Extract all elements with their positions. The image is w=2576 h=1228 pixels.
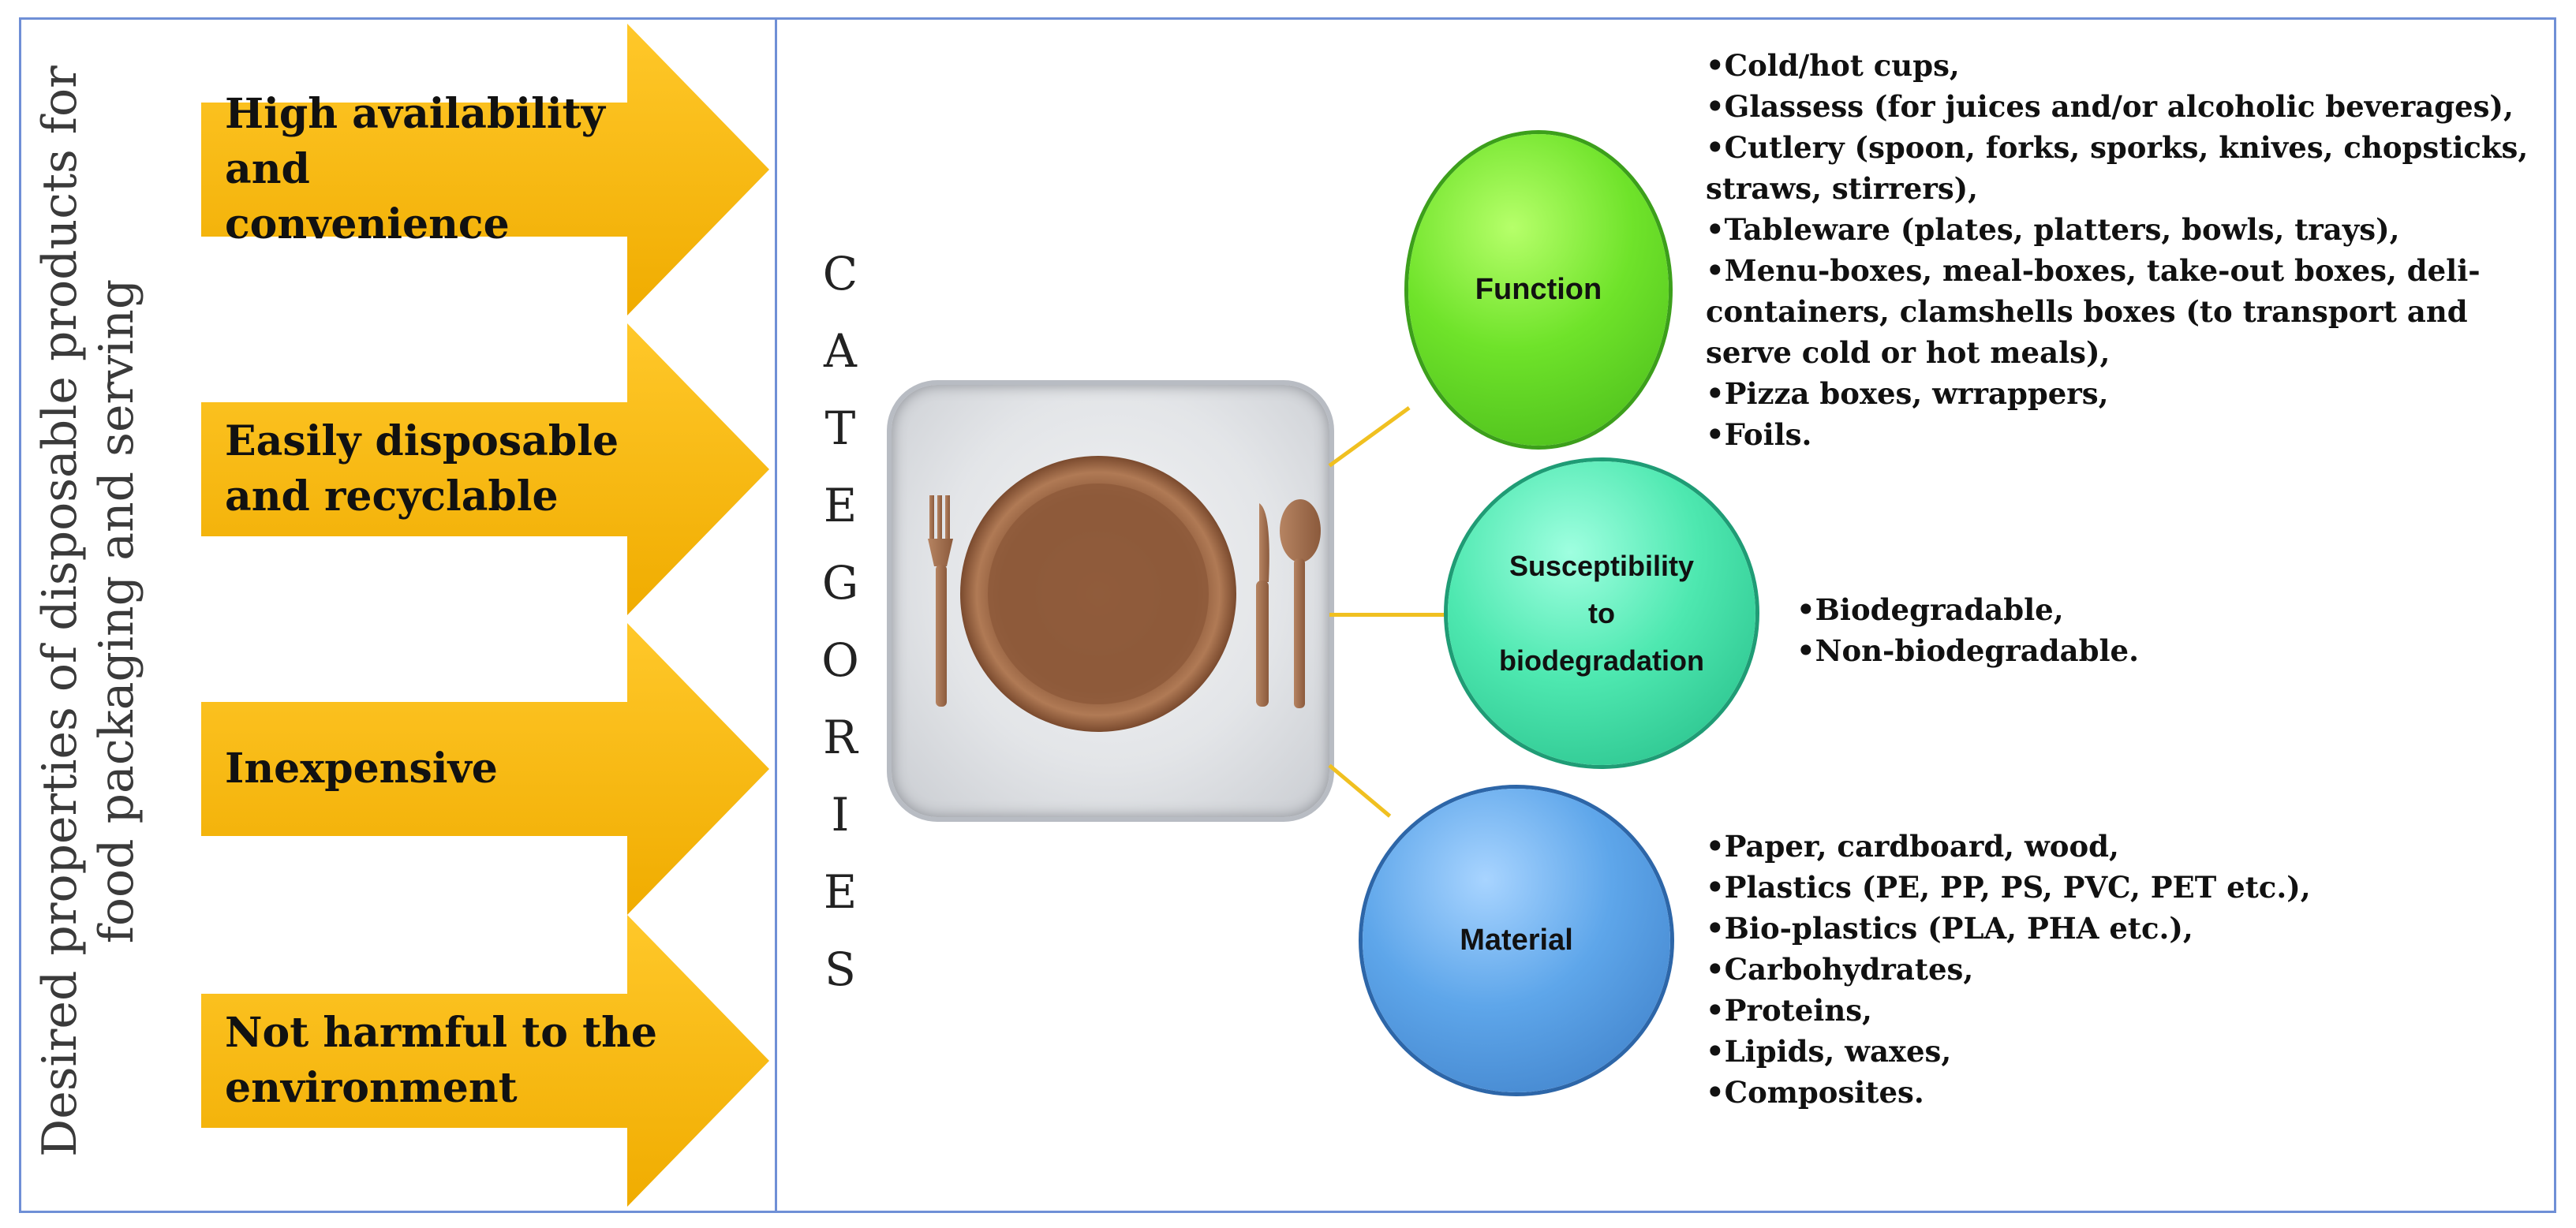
material-examples-list: •Paper, cardboard, wood, •Plastics (PE, … (1706, 826, 2311, 1113)
category-susceptibility-label: Susceptibility to biodegradation (1499, 543, 1704, 685)
categories-letter: E (823, 865, 858, 919)
list-item: •Paper, cardboard, wood, (1706, 829, 2119, 864)
categories-vertical-label: C A T E G O R I E S (821, 235, 860, 1008)
property-label: High availability and convenience (225, 24, 667, 315)
property-arrow-disposable: Easily disposable and recyclable (201, 323, 769, 615)
category-susceptibility-line2: to (1588, 596, 1615, 629)
disposable-tableware-image (892, 385, 1329, 817)
list-item: •Composites. (1706, 1075, 1924, 1110)
category-susceptibility-circle: Susceptibility to biodegradation (1448, 461, 1755, 765)
property-line1: High availability and (225, 90, 605, 193)
list-item: •Tableware (plates, platters, bowls, tra… (1706, 212, 2400, 247)
categories-letter: T (824, 401, 856, 455)
property-line1: Easily disposable (225, 417, 619, 465)
property-arrow-availability: High availability and convenience (201, 24, 769, 315)
function-examples-list: •Cold/hot cups, •Glassess (for juices an… (1706, 45, 2542, 455)
list-item: •Cutlery (spoon, forks, sporks, knives, … (1706, 130, 2529, 206)
property-label: Not harmful to the environment (225, 915, 667, 1207)
property-line2: and recyclable (225, 472, 559, 521)
list-item: •Lipids, waxes, (1706, 1034, 1952, 1069)
list-item: •Proteins, (1706, 993, 1872, 1028)
property-arrow-inexpensive: Inexpensive (201, 623, 769, 915)
property-label: Inexpensive (225, 623, 667, 915)
list-item: •Biodegradable, (1796, 592, 2064, 627)
categories-letter: A (824, 324, 857, 378)
categories-letter: S (824, 942, 856, 996)
property-label: Easily disposable and recyclable (225, 323, 667, 615)
connector-susceptibility (1329, 613, 1449, 617)
fork-icon (928, 495, 953, 707)
category-material-circle: Material (1363, 789, 1670, 1092)
categories-letter: G (821, 556, 859, 610)
category-function-label: Function (1475, 273, 1602, 306)
list-item: •Bio-plastics (PLA, PHA etc.), (1706, 911, 2193, 946)
panel-divider (775, 17, 777, 1213)
categories-letter: E (823, 479, 858, 532)
property-line1: Inexpensive (225, 745, 498, 793)
side-title-line1: Desired properties of disposable product… (32, 65, 88, 1157)
categories-letter: R (823, 711, 858, 764)
property-line1: Not harmful to the (225, 1009, 658, 1057)
property-line2: convenience (225, 200, 510, 248)
side-title: Desired properties of disposable product… (32, 63, 145, 1159)
category-susceptibility-line1: Susceptibility (1509, 549, 1695, 582)
spoon-icon (1280, 499, 1321, 708)
category-susceptibility-line3: biodegradation (1499, 644, 1704, 677)
list-item: •Non-biodegradable. (1796, 633, 2139, 668)
property-line2: environment (225, 1064, 518, 1112)
category-material-label: Material (1460, 924, 1573, 957)
list-item: •Carbohydrates, (1706, 952, 1974, 987)
side-title-line2: food packaging and serving (89, 278, 144, 944)
list-item: •Cold/hot cups, (1706, 48, 1960, 83)
categories-letter: C (822, 247, 858, 300)
categories-letter: I (831, 788, 850, 842)
categories-letter: O (821, 633, 859, 687)
category-function-circle: Function (1408, 134, 1669, 446)
list-item: •Glassess (for juices and/or alcoholic b… (1706, 89, 2514, 124)
outer-border (19, 17, 2556, 1213)
property-arrow-environment: Not harmful to the environment (201, 915, 769, 1207)
list-item: •Pizza boxes, wrrappers, (1706, 376, 2109, 411)
list-item: •Menu-boxes, meal-boxes, take-out boxes,… (1706, 253, 2481, 370)
knife-icon (1256, 503, 1269, 707)
list-item: •Foils. (1706, 417, 1812, 452)
susceptibility-examples-list: •Biodegradable, •Non-biodegradable. (1796, 589, 2139, 671)
list-item: •Plastics (PE, PP, PS, PVC, PET etc.), (1706, 870, 2311, 905)
